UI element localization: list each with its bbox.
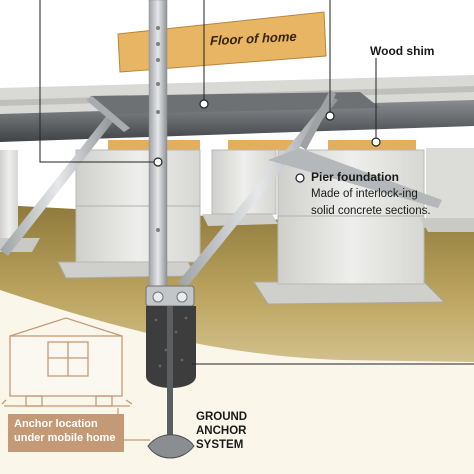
wood-shim-label: Wood shim [370, 44, 435, 58]
anchor-rod [167, 306, 173, 456]
pier-foundation-title: Pier foundation [311, 170, 399, 184]
floor-joist [117, 11, 327, 73]
anchor-helix [147, 434, 195, 459]
strap-far-right [300, 90, 336, 150]
leader-floor [39, 0, 158, 163]
strap-right-a [178, 96, 338, 288]
mobile-home-inset [1, 317, 133, 407]
pier-foundation-description: Made of interlock-ing solid concrete sec… [311, 188, 431, 217]
shim-right [328, 140, 416, 150]
anchor-head [145, 285, 195, 307]
ground-anchor-system-label: GROUND ANCHOR SYSTEM [196, 411, 248, 451]
strap-left-b [86, 96, 130, 132]
pier-left [57, 149, 201, 279]
strap-right-b [268, 148, 442, 208]
anchor-location-label: Anchor location under mobile home [8, 414, 124, 452]
strap-left-a [0, 114, 116, 256]
shim-mid [228, 140, 294, 150]
